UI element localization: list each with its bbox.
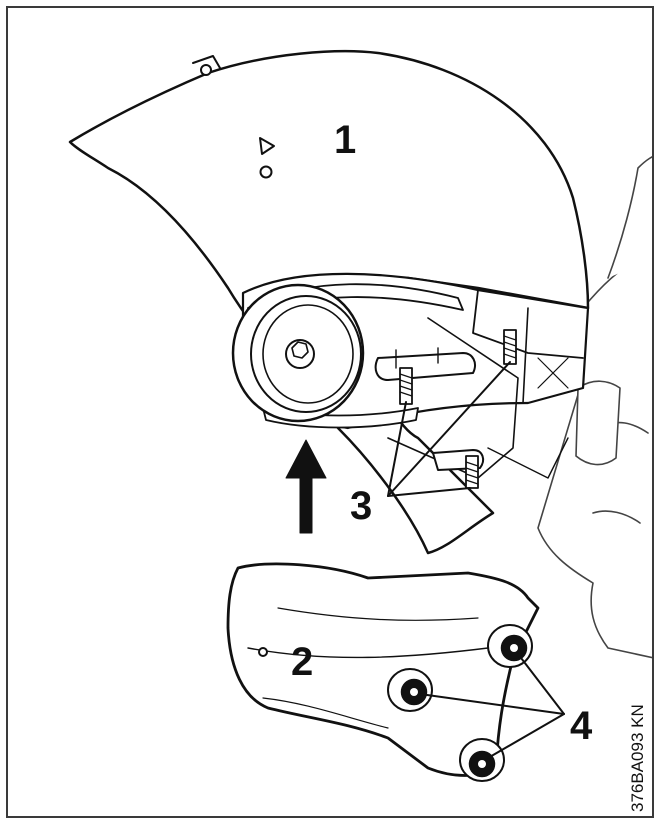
screw-4-lower	[459, 738, 505, 782]
screw-4-middle	[387, 668, 433, 712]
exploded-view-drawing	[68, 49, 652, 782]
leader-lines-3	[387, 361, 511, 497]
screw-4-upper	[487, 624, 533, 668]
machine-housing	[537, 156, 652, 659]
guard-tab	[192, 55, 221, 69]
guard-pivot-hole	[200, 64, 212, 76]
reference-code: 376BA093 KN	[628, 704, 647, 812]
callout-3: 3	[350, 484, 373, 528]
figure-frame: 1 2 3 4 376BA093 KN	[6, 6, 654, 818]
stud-3-a	[399, 367, 413, 405]
guard-hole	[259, 165, 273, 179]
stud-3-c	[465, 455, 479, 489]
up-arrow-icon	[285, 439, 327, 534]
callout-2: 2	[291, 640, 314, 684]
callout-1: 1	[334, 118, 357, 162]
stud-3-b	[503, 329, 517, 365]
guard-arrow-mark	[259, 137, 275, 155]
cover-hole	[258, 647, 268, 657]
leader-lines-4	[419, 653, 565, 759]
callout-4: 4	[570, 704, 593, 748]
pulley	[231, 283, 365, 423]
